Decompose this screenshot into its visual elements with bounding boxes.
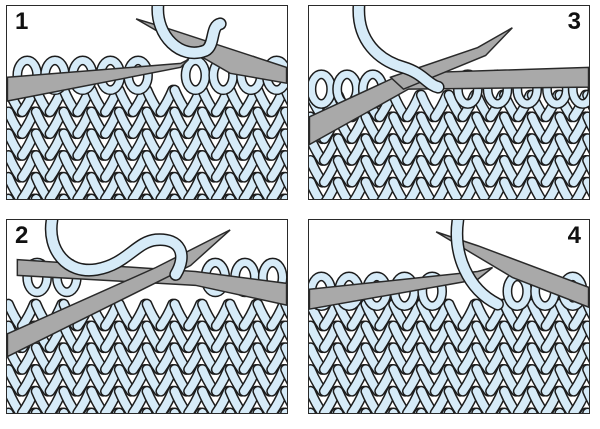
stitch-leg — [281, 173, 287, 190]
stitch-leg — [281, 343, 287, 360]
knitting-illustration — [309, 220, 589, 413]
stitch-leg — [445, 178, 463, 199]
stitch-leg — [528, 178, 546, 199]
step-panel-1: 1 — [6, 5, 288, 200]
stitch-leg — [583, 134, 589, 151]
step-panel-2: 2 — [6, 219, 288, 414]
stitch-leg — [361, 178, 380, 199]
stitch-leg — [281, 300, 287, 317]
stitch-leg — [281, 365, 287, 382]
stitch-leg — [583, 112, 589, 130]
stitch-leg — [583, 365, 589, 382]
stitch-leg — [389, 178, 407, 199]
knitting-illustration — [309, 6, 589, 199]
stitch-leg — [555, 178, 574, 199]
stitch-loop — [309, 70, 335, 108]
stitch-leg — [334, 178, 352, 199]
left-needle — [309, 266, 494, 310]
stitch-leg — [417, 178, 435, 199]
stitch-leg — [281, 151, 287, 168]
stitch-leg — [500, 178, 518, 199]
right-needle — [435, 231, 589, 309]
stitch-leg — [281, 387, 287, 404]
step-panel-4: 4 — [308, 219, 590, 414]
stitch-leg — [583, 343, 589, 360]
knitting-illustration — [7, 220, 287, 413]
stitch-leg — [281, 107, 287, 125]
step-panel-3: 3 — [308, 5, 590, 200]
step-number: 4 — [567, 222, 581, 249]
step-number: 1 — [15, 8, 29, 35]
stitch-leg — [583, 156, 589, 173]
step-number: 3 — [567, 8, 581, 35]
stitch-leg — [583, 178, 589, 195]
knitting-illustration — [7, 6, 287, 199]
stitch-leg — [281, 86, 287, 103]
stitch-leg — [583, 387, 589, 404]
stitch-leg — [472, 178, 491, 199]
stitch-leg — [281, 321, 287, 339]
stitch-leg — [281, 129, 287, 146]
stitch-leg — [309, 178, 324, 199]
stitch-leg — [583, 321, 589, 339]
knit-fabric — [309, 298, 589, 413]
stitch-loop — [182, 56, 209, 94]
step-number: 2 — [15, 222, 29, 249]
left-needle — [7, 58, 190, 102]
knit-fabric — [7, 84, 287, 199]
